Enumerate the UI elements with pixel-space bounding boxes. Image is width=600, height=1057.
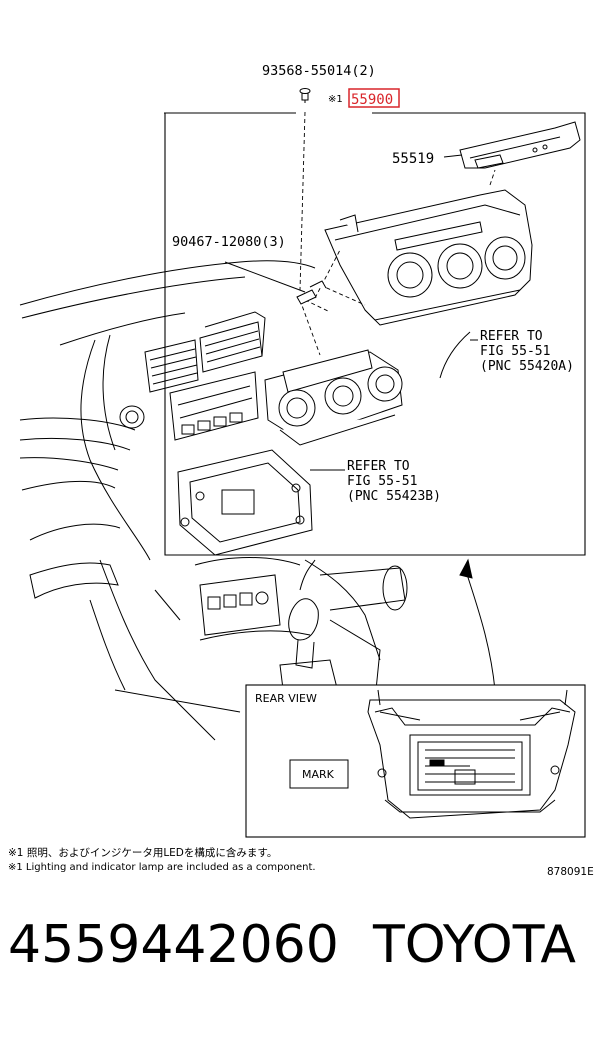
note-english: ※1 Lighting and indicator lamp are inclu…	[8, 862, 316, 873]
mark-box	[289, 759, 349, 789]
refer-a-line1: REFER TO	[480, 329, 543, 344]
label-assembly-prefix: ※1	[328, 94, 343, 105]
screw-part	[296, 280, 327, 305]
label-screw: 90467-12080(3)	[172, 234, 286, 250]
label-panel: 55519	[392, 151, 434, 167]
footer-part-number: 4559442060	[8, 915, 339, 975]
rear-view-inset: REAR VIEW MARK	[245, 684, 586, 838]
assembly-frame	[164, 112, 586, 556]
rear-view-unit	[367, 689, 576, 819]
refer-a-line2: FIG 55-51	[480, 344, 550, 359]
footer-brand: TOYOTA	[372, 915, 576, 975]
figure-ref-code: 878091E	[547, 866, 594, 878]
mounting-bracket	[177, 449, 313, 556]
dashboard-lineart	[19, 260, 408, 741]
refer-b-line2: FIG 55-51	[347, 474, 417, 489]
label-mark: MARK	[302, 768, 335, 781]
bolt-part	[299, 88, 311, 101]
label-rear-view: REAR VIEW	[255, 692, 317, 705]
label-bolt: 93568-55014(2)	[262, 63, 376, 79]
note-japanese: ※1 照明、およびインジケータ用LEDを構成に含みます。	[8, 846, 277, 859]
refer-b-line1: REFER TO	[347, 459, 410, 474]
label-assembly: 55900	[351, 92, 393, 108]
bezel-55900	[324, 189, 533, 326]
dashed-guides	[299, 111, 496, 356]
refer-b-line3: (PNC 55423B)	[347, 489, 441, 504]
assembly-highlight-box	[348, 88, 400, 108]
refer-a-line3: (PNC 55420A)	[480, 359, 574, 374]
climate-control-unit	[264, 349, 403, 446]
leader-lines	[224, 100, 496, 774]
panel-55519	[459, 121, 581, 169]
